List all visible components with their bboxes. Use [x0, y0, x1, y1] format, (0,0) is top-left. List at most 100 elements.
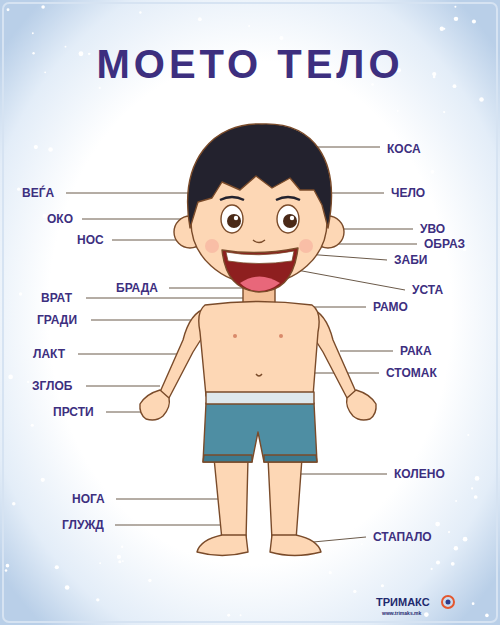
star — [79, 51, 84, 56]
star — [8, 375, 13, 380]
star — [474, 495, 478, 499]
star — [443, 111, 445, 113]
star — [248, 25, 250, 27]
chest-dot — [233, 334, 237, 338]
star — [44, 71, 46, 73]
leader-line — [78, 354, 184, 355]
mouth — [222, 248, 298, 292]
leader-line — [286, 268, 405, 290]
star — [99, 87, 101, 89]
leader-line — [115, 525, 226, 526]
star — [48, 147, 53, 152]
star — [65, 585, 70, 590]
body-part-label: ЗАБИ — [394, 254, 427, 266]
star — [463, 537, 468, 542]
star — [88, 53, 90, 55]
body-part-label: УВО — [420, 223, 445, 235]
body-part-label: ЗГЛОБ — [32, 380, 72, 392]
leader-line — [290, 474, 387, 475]
stars — [5, 5, 489, 617]
eye-shine — [290, 216, 294, 220]
body-part-label: ЛАКТ — [33, 348, 65, 360]
star — [41, 478, 45, 482]
body-part-label: СТОМАК — [386, 367, 437, 379]
body-part-label: ВРАТ — [41, 292, 72, 304]
logo-ring — [442, 596, 454, 608]
star — [454, 546, 458, 550]
star — [436, 560, 440, 564]
star — [467, 434, 469, 436]
frame — [3, 3, 497, 622]
star — [240, 614, 242, 616]
body-part-label: НОС — [77, 234, 104, 246]
star — [42, 214, 46, 218]
leader-line — [336, 229, 413, 230]
star — [31, 424, 34, 427]
body-part-label: БРАДА — [116, 282, 158, 294]
star — [430, 170, 434, 174]
star — [139, 11, 141, 13]
star — [27, 381, 29, 383]
body-part-label: УСТА — [412, 284, 443, 296]
star — [148, 579, 151, 582]
star — [6, 564, 10, 568]
star — [453, 84, 457, 88]
body-part-label: КОСА — [387, 143, 421, 155]
body-part-label: ГРАДИ — [37, 314, 77, 326]
star — [227, 614, 230, 617]
nose — [253, 240, 265, 243]
eye — [277, 205, 299, 233]
teeth — [226, 251, 294, 264]
star — [471, 487, 473, 489]
cheek — [205, 239, 219, 253]
star — [424, 612, 429, 617]
star — [475, 476, 480, 481]
leg — [268, 458, 302, 540]
body-part-label: РАМО — [373, 301, 408, 313]
star — [397, 110, 399, 112]
logo-icon — [442, 596, 454, 608]
star — [433, 76, 436, 79]
star — [121, 546, 123, 548]
body-part-label: ОКО — [47, 213, 73, 225]
foot — [197, 535, 248, 556]
star — [431, 568, 433, 570]
body-part-label: КОЛЕНО — [394, 468, 445, 480]
foot — [270, 535, 321, 556]
star — [279, 36, 283, 40]
shorts-hem — [264, 455, 317, 462]
star — [12, 502, 15, 505]
star — [448, 531, 450, 533]
eye — [221, 205, 243, 233]
star — [472, 602, 475, 605]
star — [485, 614, 489, 618]
pupil — [283, 214, 297, 228]
star — [117, 555, 121, 559]
star — [198, 17, 202, 21]
star — [34, 145, 38, 149]
star — [361, 543, 363, 545]
body-part-label: ПРСТИ — [53, 406, 94, 418]
star — [432, 72, 436, 76]
logo-dot — [446, 600, 451, 605]
eyebrow — [220, 197, 244, 200]
leader-lines — [66, 147, 417, 544]
leader-line — [86, 386, 160, 387]
chest-dot — [279, 334, 283, 338]
star — [99, 562, 101, 564]
leader-line — [86, 298, 246, 299]
star — [7, 8, 10, 11]
leader-line — [116, 499, 228, 500]
star — [17, 188, 20, 191]
star — [443, 28, 445, 30]
hand — [347, 390, 377, 420]
star — [65, 46, 67, 48]
leader-line — [169, 288, 246, 289]
star — [55, 565, 59, 569]
shorts — [203, 403, 317, 462]
body-part-label: СТАПАЛО — [373, 531, 432, 543]
star — [451, 562, 455, 566]
eyebrow — [276, 197, 300, 200]
star — [19, 292, 22, 295]
